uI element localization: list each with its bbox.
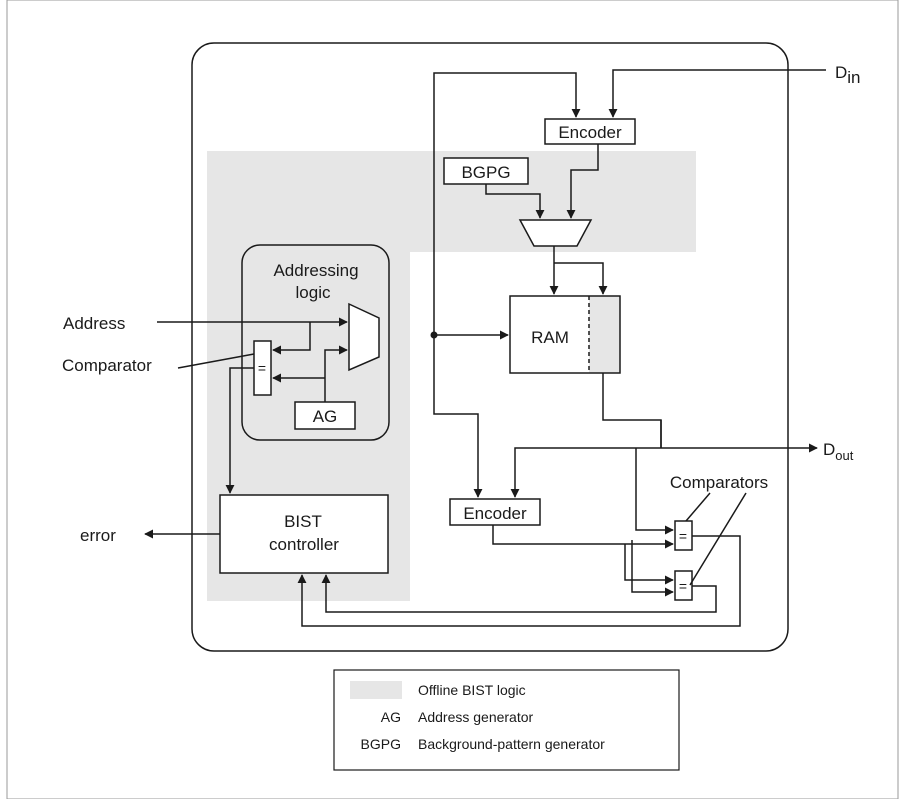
ram-label: RAM: [531, 328, 569, 347]
wire-encoder-comp2: [624, 544, 674, 585]
legend-item-2-key: AG: [381, 709, 401, 725]
wire-encoder-comp1: [492, 525, 674, 549]
wire-ag-mux: [324, 345, 348, 402]
addressing-logic-label-1: Addressing: [273, 261, 358, 280]
data-mux: [518, 219, 593, 247]
legend-item-1-text: Offline BIST logic: [418, 682, 526, 698]
ram-outline: [509, 295, 621, 374]
figure-frame: [6, 0, 899, 799]
comparator-label: Comparator: [62, 356, 152, 375]
encoder-bottom-label: Encoder: [463, 504, 527, 523]
leader-comparators-2: [689, 492, 747, 586]
wire-bus-encoder-bottom: [433, 335, 483, 498]
bist-controller-label-2: controller: [269, 535, 339, 554]
legend-item-3-text: Background-pattern generator: [418, 736, 605, 752]
wire-bypass-top: [433, 72, 581, 335]
wire-ram-comp1: [635, 448, 674, 535]
addressing-logic-group: [241, 244, 390, 441]
bist-controller: [219, 494, 389, 574]
data-comparator-2-symbol: =: [679, 578, 687, 594]
wire-comp-bist: [225, 367, 254, 494]
ag-label: AG: [313, 407, 338, 426]
data-comparator-1-symbol: =: [679, 528, 687, 544]
address-mux: [348, 302, 380, 372]
legend-item-2-text: Address generator: [418, 709, 534, 725]
wire-encoder-mux: [566, 144, 599, 219]
ram-check-bits: [589, 296, 620, 373]
bist-controller-label-1: BIST: [284, 512, 322, 531]
legend-item-3-key: BGPG: [361, 736, 401, 752]
leader-comparators-1: [685, 492, 711, 522]
comparators-label: Comparators: [670, 473, 768, 492]
d-in-label: Din: [835, 63, 861, 87]
addressing-logic-label-2: logic: [296, 283, 331, 302]
wire-din-encoder: [608, 69, 826, 118]
wire-dout-encoder: [510, 447, 661, 498]
d-out-label: Dout: [823, 440, 854, 463]
wire-address-comp: [272, 322, 311, 355]
encoder-bottom: [449, 498, 541, 526]
wire-ram-comp2: [631, 540, 674, 597]
address-comparator-symbol: =: [258, 360, 266, 376]
legend-swatch: [350, 681, 402, 699]
error-label: error: [80, 526, 116, 545]
address-label: Address: [63, 314, 125, 333]
bgpg-label: BGPG: [461, 163, 510, 182]
leader-comparator: [177, 353, 255, 369]
wire-mux-ram-check: [554, 262, 608, 295]
wire-ram-check-down: [602, 373, 662, 448]
offline-bist-region: [207, 151, 696, 601]
wire-comp1-bist: [297, 535, 741, 627]
encoder-top-label: Encoder: [558, 123, 622, 142]
encoder-top: [544, 118, 636, 145]
wire-comp2-bist: [321, 574, 717, 613]
wire-bgpg-mux: [485, 184, 545, 219]
chip-outline: [191, 42, 789, 652]
